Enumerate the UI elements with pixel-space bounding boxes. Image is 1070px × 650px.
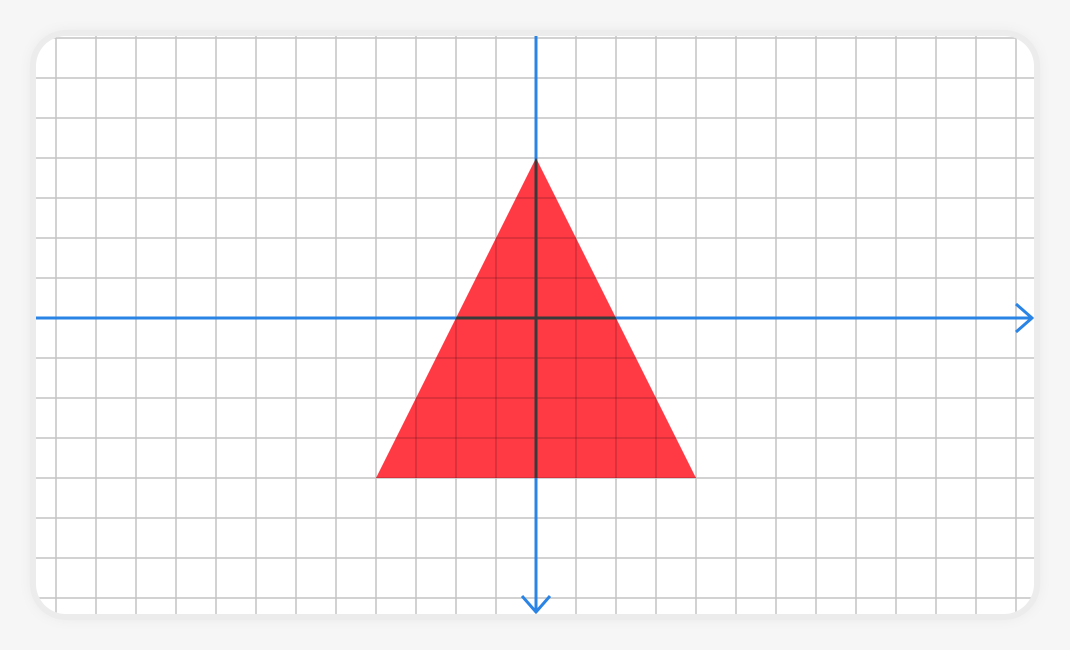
graph-card	[36, 36, 1034, 614]
arrow-down-icon	[520, 595, 552, 614]
arrow-right-icon	[1015, 302, 1034, 334]
coordinate-grid	[36, 36, 1034, 614]
